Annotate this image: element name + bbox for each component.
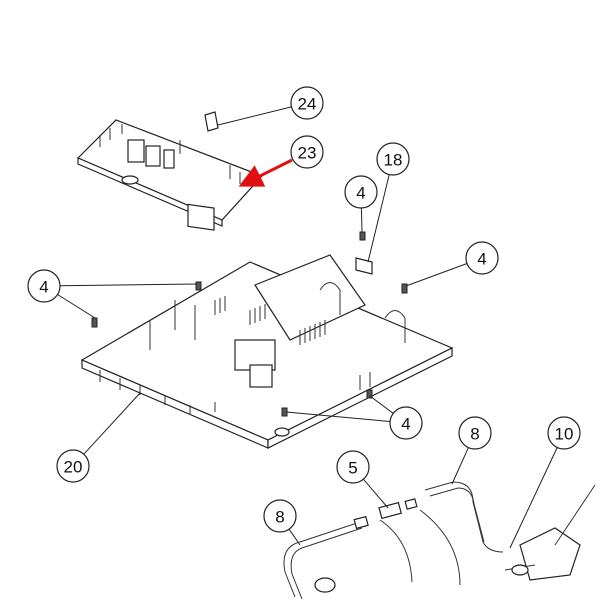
callout-screw: 4: [27, 269, 198, 319]
callout-number: 4: [401, 415, 410, 434]
leader-line: [360, 207, 363, 233]
leader-line: [288, 528, 301, 546]
leader-line: [217, 106, 292, 126]
leader-line: [369, 395, 394, 414]
callout-number: 10: [555, 425, 574, 444]
callout-number: 4: [356, 184, 365, 203]
callout-number: 20: [64, 458, 83, 477]
heatsink-fins: [214, 296, 326, 345]
connector-part: [204, 111, 219, 132]
screws: [91, 231, 408, 417]
callout-hose-connector: 5: [336, 450, 389, 509]
callout-bubble: [458, 416, 492, 450]
callout-screw: 4: [405, 241, 499, 287]
callout-number: 8: [470, 425, 479, 444]
callout-bubble: [290, 86, 324, 120]
callout-number: 24: [298, 95, 317, 114]
board-tray: [80, 254, 454, 449]
callout-bubble: [290, 135, 324, 169]
highlight-arrow: [238, 158, 293, 187]
leader-line: [59, 283, 198, 287]
leader-line: [405, 263, 468, 287]
callout-bubble: [263, 499, 297, 533]
callout-control-board: 23: [290, 135, 324, 169]
callout-bubble: [336, 450, 370, 484]
control-board: [76, 119, 264, 231]
callout-board-tray: 20: [56, 392, 141, 483]
callout-connector: 24: [217, 86, 324, 126]
leader-line: [57, 294, 96, 319]
leader-line: [367, 174, 390, 263]
callout-hose: 8: [263, 499, 301, 546]
callout-bubble: [344, 175, 378, 209]
callout-number: 4: [39, 278, 48, 297]
callout-pump: 10: [509, 416, 581, 549]
hoses-and-pump: [283, 481, 596, 600]
callout-screw: 4: [344, 175, 378, 233]
callout-number: 23: [298, 144, 317, 163]
leader-line: [285, 411, 391, 423]
callout-hose: 8: [451, 416, 492, 485]
callout-number: 5: [348, 459, 357, 478]
callout-bubble: [465, 241, 499, 275]
callout-bubble: [56, 449, 90, 483]
callout-bubble: [389, 406, 423, 440]
callout-bubble: [547, 416, 581, 450]
callout-number: 18: [384, 151, 403, 170]
leader-line: [509, 447, 558, 549]
leader-line: [363, 478, 389, 509]
leader-line: [83, 392, 141, 455]
callout-clip: 18: [367, 142, 410, 263]
callout-bubble: [27, 269, 61, 303]
callout-bubble: [376, 142, 410, 176]
callout-number: 4: [477, 250, 486, 269]
clip-part: [355, 257, 373, 275]
callout-screw: 4: [285, 395, 423, 440]
callout-number: 8: [275, 508, 284, 527]
leader-line: [451, 447, 469, 485]
